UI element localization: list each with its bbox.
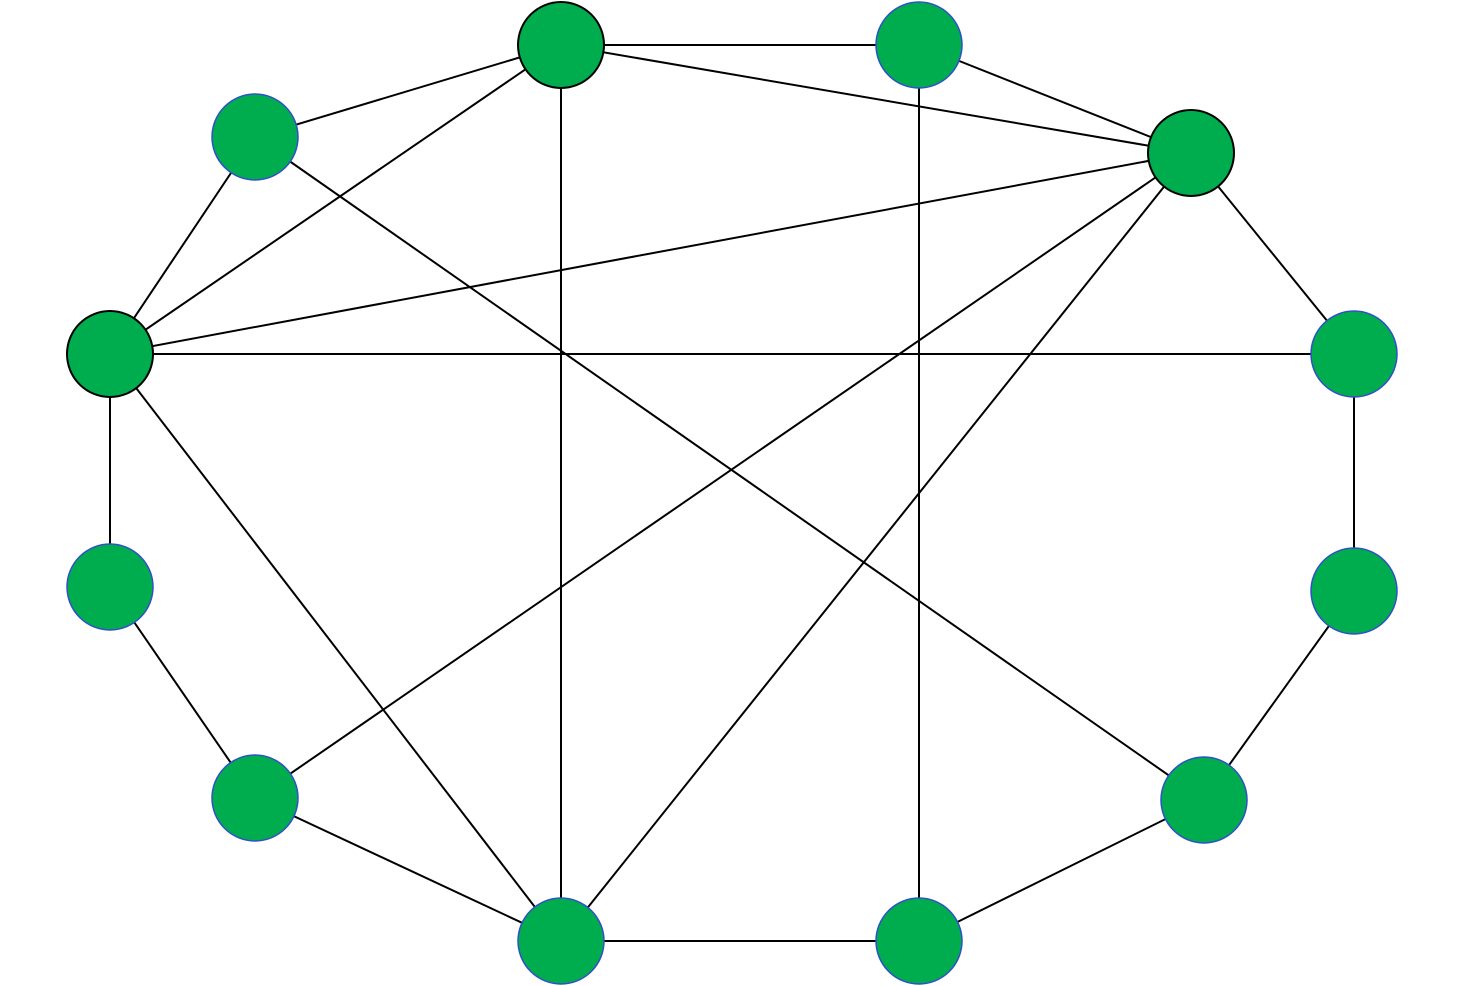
- edge-n-upper-right-n-bottom-left: [254, 152, 1192, 799]
- edge-n-top-right-n-upper-right: [918, 44, 1192, 154]
- edge-n-top-left-n-upper-right: [560, 44, 1192, 154]
- edge-n-mid-left-n-bottom-center-left: [109, 353, 562, 942]
- node-mid-right: [1310, 310, 1398, 398]
- edge-n-bottom-center-right-n-bottom-right: [918, 799, 1205, 942]
- edge-n-top-left-n-upper-left: [254, 44, 562, 138]
- node-lower-right: [1310, 547, 1398, 635]
- edge-n-bottom-left-n-bottom-center-left: [254, 797, 562, 942]
- edge-n-upper-right-n-bottom-center-left: [560, 152, 1192, 942]
- node-bottom-center-right: [875, 897, 963, 985]
- node-mid-left: [66, 310, 154, 398]
- edge-n-upper-right-n-mid-left: [109, 152, 1192, 355]
- node-top-right: [875, 1, 963, 89]
- edge-n-top-left-n-mid-left: [109, 44, 562, 355]
- node-upper-left: [211, 93, 299, 181]
- edge-n-upper-left-n-bottom-right: [254, 136, 1205, 801]
- node-top-left: [517, 1, 605, 89]
- node-lower-left: [66, 543, 154, 631]
- node-upper-right: [1147, 109, 1235, 197]
- nodes-layer: [66, 1, 1398, 985]
- node-bottom-center-left: [517, 897, 605, 985]
- node-bottom-right: [1160, 756, 1248, 844]
- node-bottom-left: [211, 754, 299, 842]
